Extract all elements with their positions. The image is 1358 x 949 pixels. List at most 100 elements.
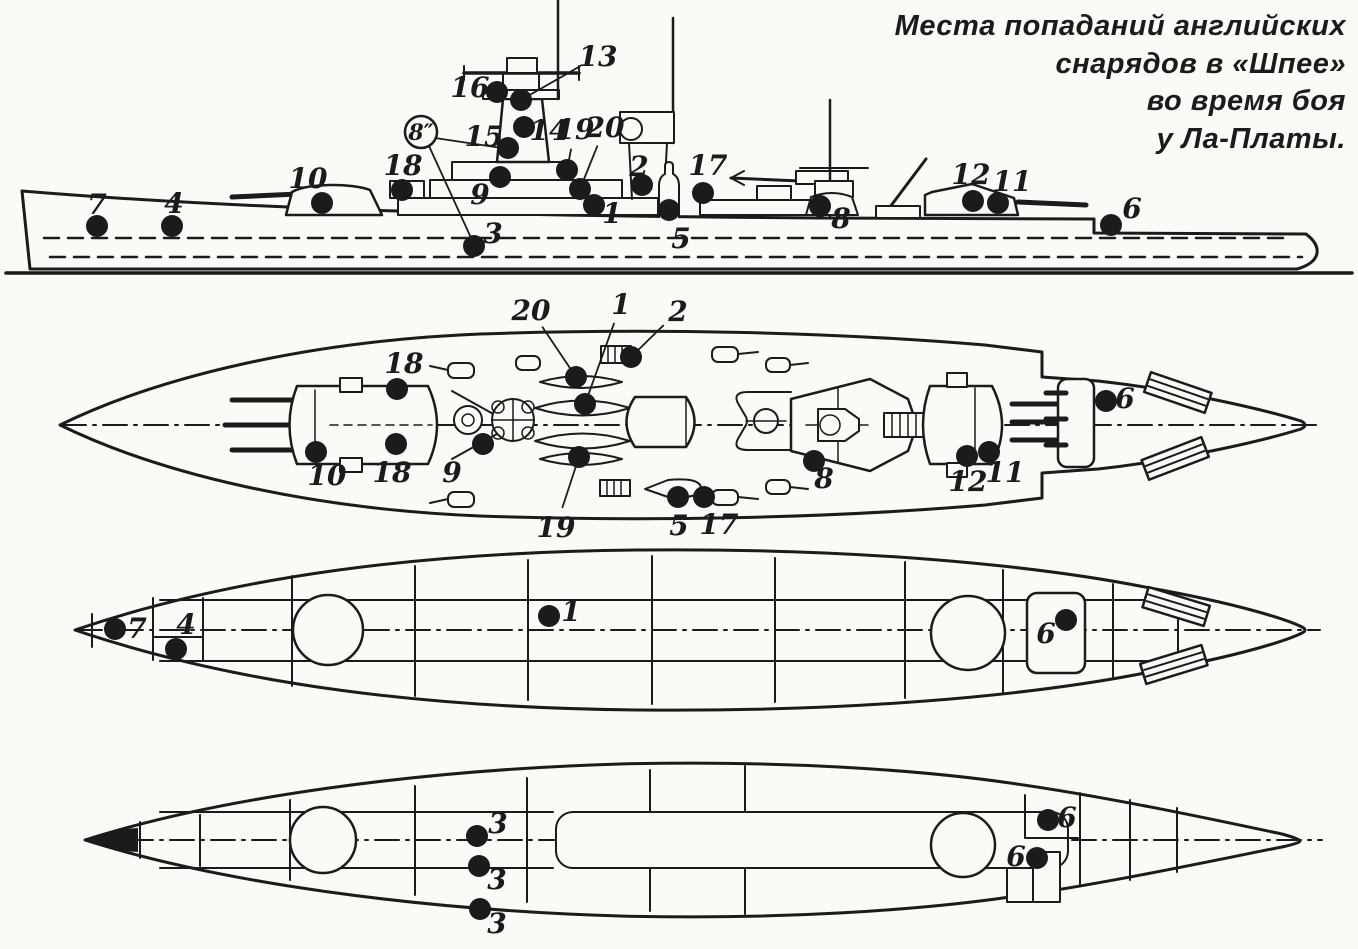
hit-marker-18 bbox=[391, 179, 413, 201]
funnel-plan bbox=[625, 395, 696, 449]
leader-line-1 bbox=[584, 322, 616, 405]
hit-marker-6 bbox=[1026, 847, 1048, 869]
hit-label-3: 3 bbox=[487, 907, 506, 940]
director-hood bbox=[506, 57, 538, 74]
deck-grating-bottom bbox=[599, 479, 631, 497]
caliber-callout-text: 8″ bbox=[407, 120, 433, 146]
boat-3 bbox=[534, 432, 631, 450]
hit-label-5: 5 bbox=[671, 222, 690, 255]
diagram-title: Места попаданий английских снарядов в «Ш… bbox=[806, 8, 1346, 159]
aft-gun-barrels bbox=[1015, 199, 1089, 208]
hit-label-3: 3 bbox=[487, 863, 506, 896]
hit-marker-14 bbox=[513, 116, 535, 138]
hit-label-4: 4 bbox=[176, 608, 195, 641]
hit-label-8: 8 bbox=[830, 202, 850, 235]
aft-turret-hatch-top bbox=[946, 372, 968, 388]
hit-label-6: 6 bbox=[1115, 382, 1134, 415]
hit-label-5: 5 bbox=[669, 509, 688, 542]
hit-label-6: 6 bbox=[1057, 801, 1076, 834]
hit-marker-19 bbox=[556, 159, 578, 181]
hit-marker-4 bbox=[161, 215, 183, 237]
hit-marker-6 bbox=[1055, 609, 1077, 631]
upper-deck-plan-view bbox=[58, 329, 1317, 521]
hit-label-7: 7 bbox=[127, 612, 147, 645]
hit-label-6: 6 bbox=[1122, 192, 1141, 225]
callout-leader-1 bbox=[434, 137, 503, 149]
hit-label-18: 18 bbox=[384, 149, 423, 182]
hit-marker-18 bbox=[386, 378, 408, 400]
hit-marker-13 bbox=[510, 89, 532, 111]
hit-marker-20 bbox=[569, 178, 591, 200]
callout-leader-2 bbox=[428, 145, 473, 241]
hit-label-4: 4 bbox=[164, 187, 183, 220]
lower-deck-bulkheads bbox=[139, 765, 1178, 915]
hit-marker-3 bbox=[466, 825, 488, 847]
hit-marker-9 bbox=[489, 166, 511, 188]
middle-hatch-top bbox=[1141, 585, 1212, 628]
forward-turret bbox=[284, 183, 384, 217]
tower-lobe-4 bbox=[521, 426, 535, 440]
hit-marker-18 bbox=[385, 433, 407, 455]
forward-gun-barrels bbox=[229, 191, 301, 200]
lower-deck-plan-view bbox=[83, 761, 1323, 919]
hull-plan-middle bbox=[73, 548, 1307, 712]
hit-marker-8 bbox=[809, 195, 831, 217]
hit-label-11: 11 bbox=[986, 456, 1025, 489]
hit-label-11: 11 bbox=[993, 165, 1032, 198]
hit-marker-8 bbox=[803, 450, 825, 472]
hit-label-17: 17 bbox=[700, 508, 739, 541]
catapult-arrow bbox=[728, 170, 745, 186]
hit-marker-11 bbox=[987, 192, 1009, 214]
hit-marker-17 bbox=[693, 486, 715, 508]
middle-deck-plan-view bbox=[73, 548, 1321, 712]
crane-pedestal bbox=[875, 205, 921, 219]
hit-marker-1 bbox=[574, 393, 596, 415]
hit-marker-5 bbox=[658, 199, 680, 221]
title-line-2: снарядов в «Шпее» bbox=[1055, 47, 1346, 80]
stern-dashes bbox=[1043, 390, 1069, 448]
hit-marker-17 bbox=[692, 182, 714, 204]
hit-label-9: 9 bbox=[442, 456, 461, 489]
hit-marker-15 bbox=[497, 137, 519, 159]
hit-marker-3 bbox=[468, 855, 490, 877]
hit-marker-11 bbox=[978, 441, 1000, 463]
hit-label-10: 10 bbox=[308, 459, 347, 492]
catapult-rail bbox=[729, 176, 802, 183]
hit-marker-12 bbox=[956, 445, 978, 467]
hit-marker-6 bbox=[1100, 214, 1122, 236]
hit-label-3: 3 bbox=[488, 807, 507, 840]
conning-tower bbox=[453, 405, 483, 435]
hit-label-19: 19 bbox=[556, 113, 595, 146]
hit-label-10: 10 bbox=[289, 162, 328, 195]
hit-marker-1 bbox=[538, 605, 560, 627]
hit-label-1: 1 bbox=[561, 595, 580, 628]
hit-label-6: 6 bbox=[1036, 617, 1055, 650]
hit-marker-2 bbox=[631, 174, 653, 196]
conning-tower-inner bbox=[461, 413, 475, 427]
hit-label-1: 1 bbox=[611, 288, 630, 321]
aft-barbette-ring bbox=[929, 594, 1007, 672]
tower-lobe-1 bbox=[491, 400, 505, 414]
hit-label-18: 18 bbox=[385, 347, 424, 380]
hit-label-18: 18 bbox=[373, 456, 412, 489]
hit-marker-19 bbox=[568, 446, 590, 468]
hit-label-12: 12 bbox=[949, 465, 988, 498]
hit-marker-5 bbox=[667, 486, 689, 508]
hit-marker-6 bbox=[1095, 390, 1117, 412]
turret-connector-grating bbox=[883, 412, 925, 438]
hit-label-8: 8 bbox=[813, 462, 833, 495]
hit-marker-2 bbox=[620, 346, 642, 368]
hit-marker-10 bbox=[305, 441, 327, 463]
hit-label-20: 20 bbox=[585, 111, 625, 144]
tower-lobe-3 bbox=[491, 426, 505, 440]
leader-line-13 bbox=[520, 65, 582, 101]
title-line-1: Места попаданий английских bbox=[894, 10, 1346, 42]
boat-crane bbox=[888, 157, 928, 209]
hit-marker-3 bbox=[469, 898, 491, 920]
hit-label-16: 16 bbox=[451, 71, 490, 104]
hit-marker-7 bbox=[104, 618, 126, 640]
hit-label-13: 13 bbox=[579, 40, 618, 73]
hit-label-12: 12 bbox=[952, 158, 991, 191]
